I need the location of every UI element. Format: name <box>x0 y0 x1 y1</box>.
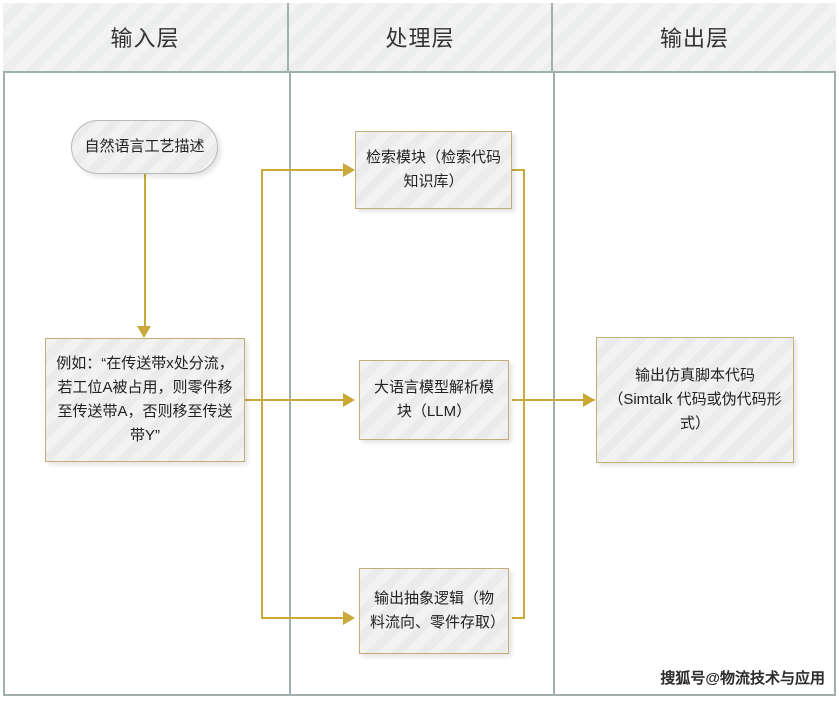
edge-nl-to-example-arrowhead <box>137 326 151 338</box>
node-llm-module-label: 大语言模型解析模块（LLM） <box>373 379 494 420</box>
edge-llm-to-output-arrowhead <box>583 393 595 407</box>
edge-trunk-to-abstract-arrowhead <box>343 611 355 625</box>
lane-header-process-label: 处理层 <box>385 26 455 51</box>
lane-header-input: 输入层 <box>3 3 289 71</box>
lane-divider-process-output <box>553 73 555 696</box>
node-retrieval-module-label: 检索模块（检索代码知识库） <box>366 149 502 190</box>
lane-divider-input-process <box>289 73 291 696</box>
edge-llm-to-output-line <box>512 399 595 401</box>
lane-header-output-label: 输出层 <box>659 26 729 51</box>
node-llm-module[interactable]: 大语言模型解析模块（LLM） <box>359 360 509 440</box>
node-example-text[interactable]: 例如：“在传送带x处分流，若工位A被占用，则零件移至传送带A，否则移至传送带Y” <box>45 338 245 462</box>
edge-trunk-to-abstract-line <box>261 617 345 619</box>
edge-example-exit-line <box>245 399 263 401</box>
node-simulation-script-output[interactable]: 输出仿真脚本代码（Simtalk 代码或伪代码形式） <box>596 337 794 463</box>
watermark-text: 搜狐号@物流技术与应用 <box>660 670 825 687</box>
watermark: 搜狐号@物流技术与应用 <box>660 667 825 688</box>
node-natural-language-description-label: 自然语言工艺描述 <box>84 138 205 155</box>
lane-header-output: 输出层 <box>553 3 836 71</box>
edge-trunk-to-retrieval-arrowhead <box>343 163 355 177</box>
edge-trunk-to-llm-line <box>261 399 345 401</box>
lane-header-process: 处理层 <box>289 3 553 71</box>
node-abstract-logic-output[interactable]: 输出抽象逻辑（物料流向、零件存取） <box>359 568 509 654</box>
edge-trunk-to-llm-arrowhead <box>343 393 355 407</box>
node-simulation-script-output-label: 输出仿真脚本代码（Simtalk 代码或伪代码形式） <box>608 367 782 432</box>
edge-abstract-exit-line <box>512 617 525 619</box>
node-example-text-label: 例如：“在传送带x处分流，若工位A被占用，则零件移至传送带A，否则移至传送带Y” <box>56 355 234 444</box>
node-abstract-logic-output-label: 输出抽象逻辑（物料流向、零件存取） <box>370 590 506 631</box>
edge-nl-to-example-line <box>144 174 146 328</box>
lane-header-input-label: 输入层 <box>110 26 180 51</box>
edge-retrieval-exit-line <box>512 169 525 171</box>
edge-trunk-vertical <box>261 169 263 619</box>
node-retrieval-module[interactable]: 检索模块（检索代码知识库） <box>355 131 512 209</box>
swimlane-header-row: 输入层 处理层 输出层 <box>3 3 836 73</box>
edge-trunk-to-retrieval-line <box>261 169 345 171</box>
node-natural-language-description[interactable]: 自然语言工艺描述 <box>71 120 218 174</box>
edge-return-trunk-vertical <box>523 169 525 619</box>
